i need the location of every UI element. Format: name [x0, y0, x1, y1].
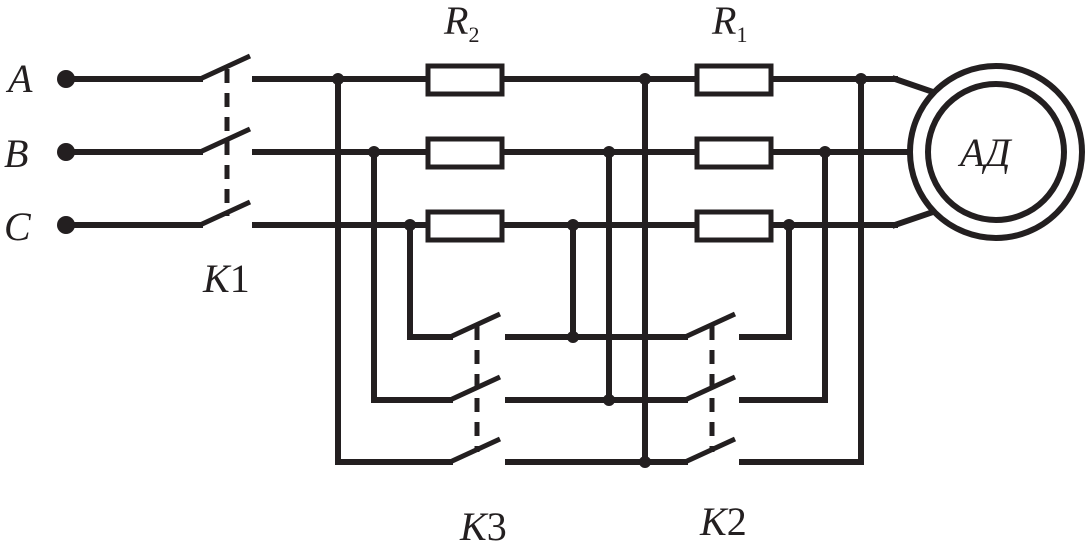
- contactor-k1: [198, 53, 252, 228]
- contactor-label-k2: K2: [699, 499, 747, 544]
- resistor-bank-r2: [425, 63, 505, 243]
- contactor-k2: [570, 311, 864, 465]
- phase-label-c: C: [4, 204, 32, 249]
- induction-motor: АД: [907, 63, 1085, 241]
- contactor-label-k3: K3: [459, 504, 507, 545]
- motor-lead-c: [891, 209, 934, 229]
- phase-label-b: B: [4, 131, 28, 176]
- motor-lead-a: [891, 75, 934, 95]
- phase-label-a: A: [5, 56, 33, 101]
- motor-label: АД: [957, 130, 1013, 175]
- contactor-k3: [335, 311, 648, 465]
- contactor-label-k1: K1: [202, 256, 250, 301]
- resistor-label-r2: R2: [443, 0, 479, 47]
- resistor-bank-r1: [694, 63, 774, 243]
- resistor-label-r1: R1: [711, 0, 747, 47]
- junction-dots: [332, 73, 867, 468]
